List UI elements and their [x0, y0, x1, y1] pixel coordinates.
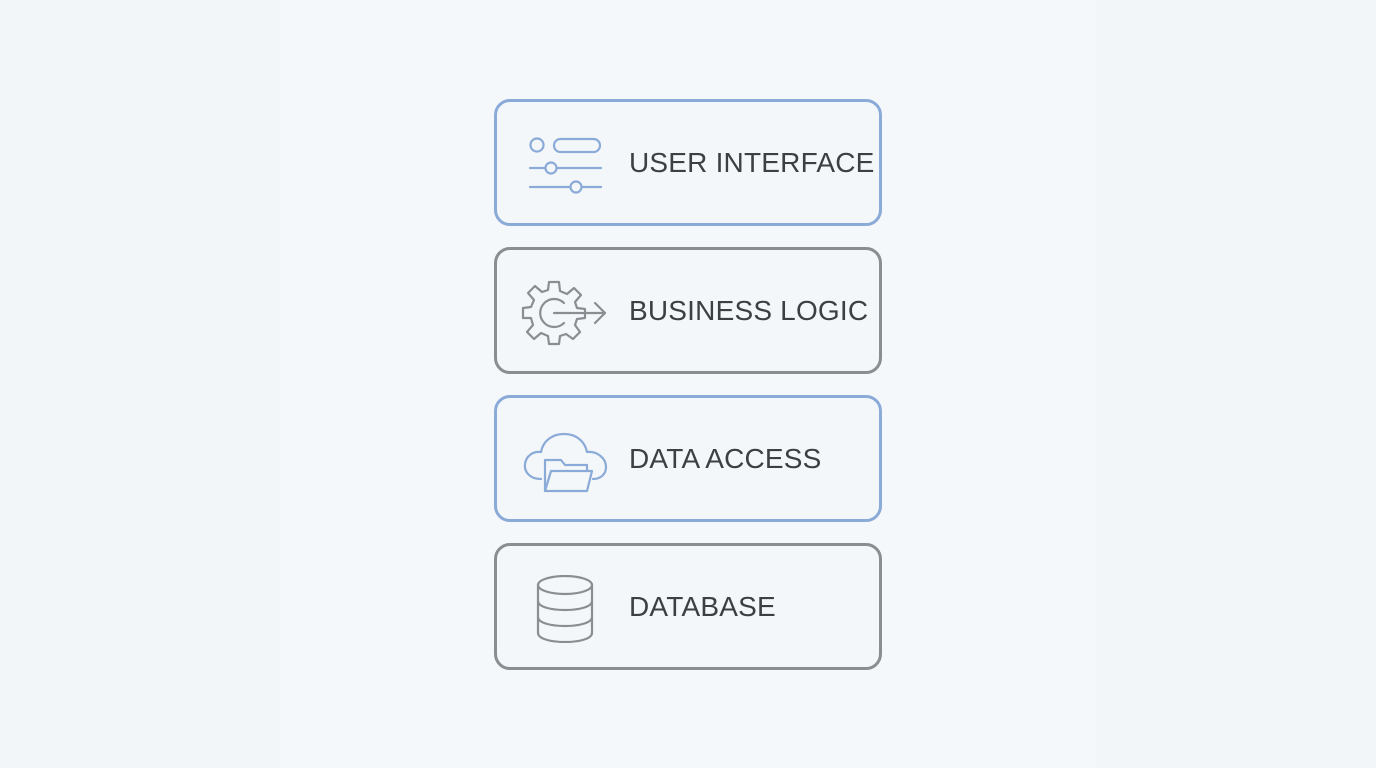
layer-data-access: DATA ACCESS	[494, 395, 882, 522]
layer-label: BUSINESS LOGIC	[629, 295, 869, 326]
layer-stack: USER INTERFACE BUSINESS LOGIC DATA ACCES…	[494, 99, 882, 691]
layer-label: USER INTERFACE	[629, 147, 875, 178]
layer-database: DATABASE	[494, 543, 882, 670]
cloud-folder-icon	[521, 427, 611, 495]
database-icon	[521, 575, 611, 643]
layer-label: DATA ACCESS	[629, 443, 822, 474]
layer-business-logic: BUSINESS LOGIC	[494, 247, 882, 374]
layer-user-interface: USER INTERFACE	[494, 99, 882, 226]
gear-arrow-icon	[521, 279, 611, 347]
sliders-icon	[521, 131, 611, 199]
layer-label: DATABASE	[629, 591, 776, 622]
